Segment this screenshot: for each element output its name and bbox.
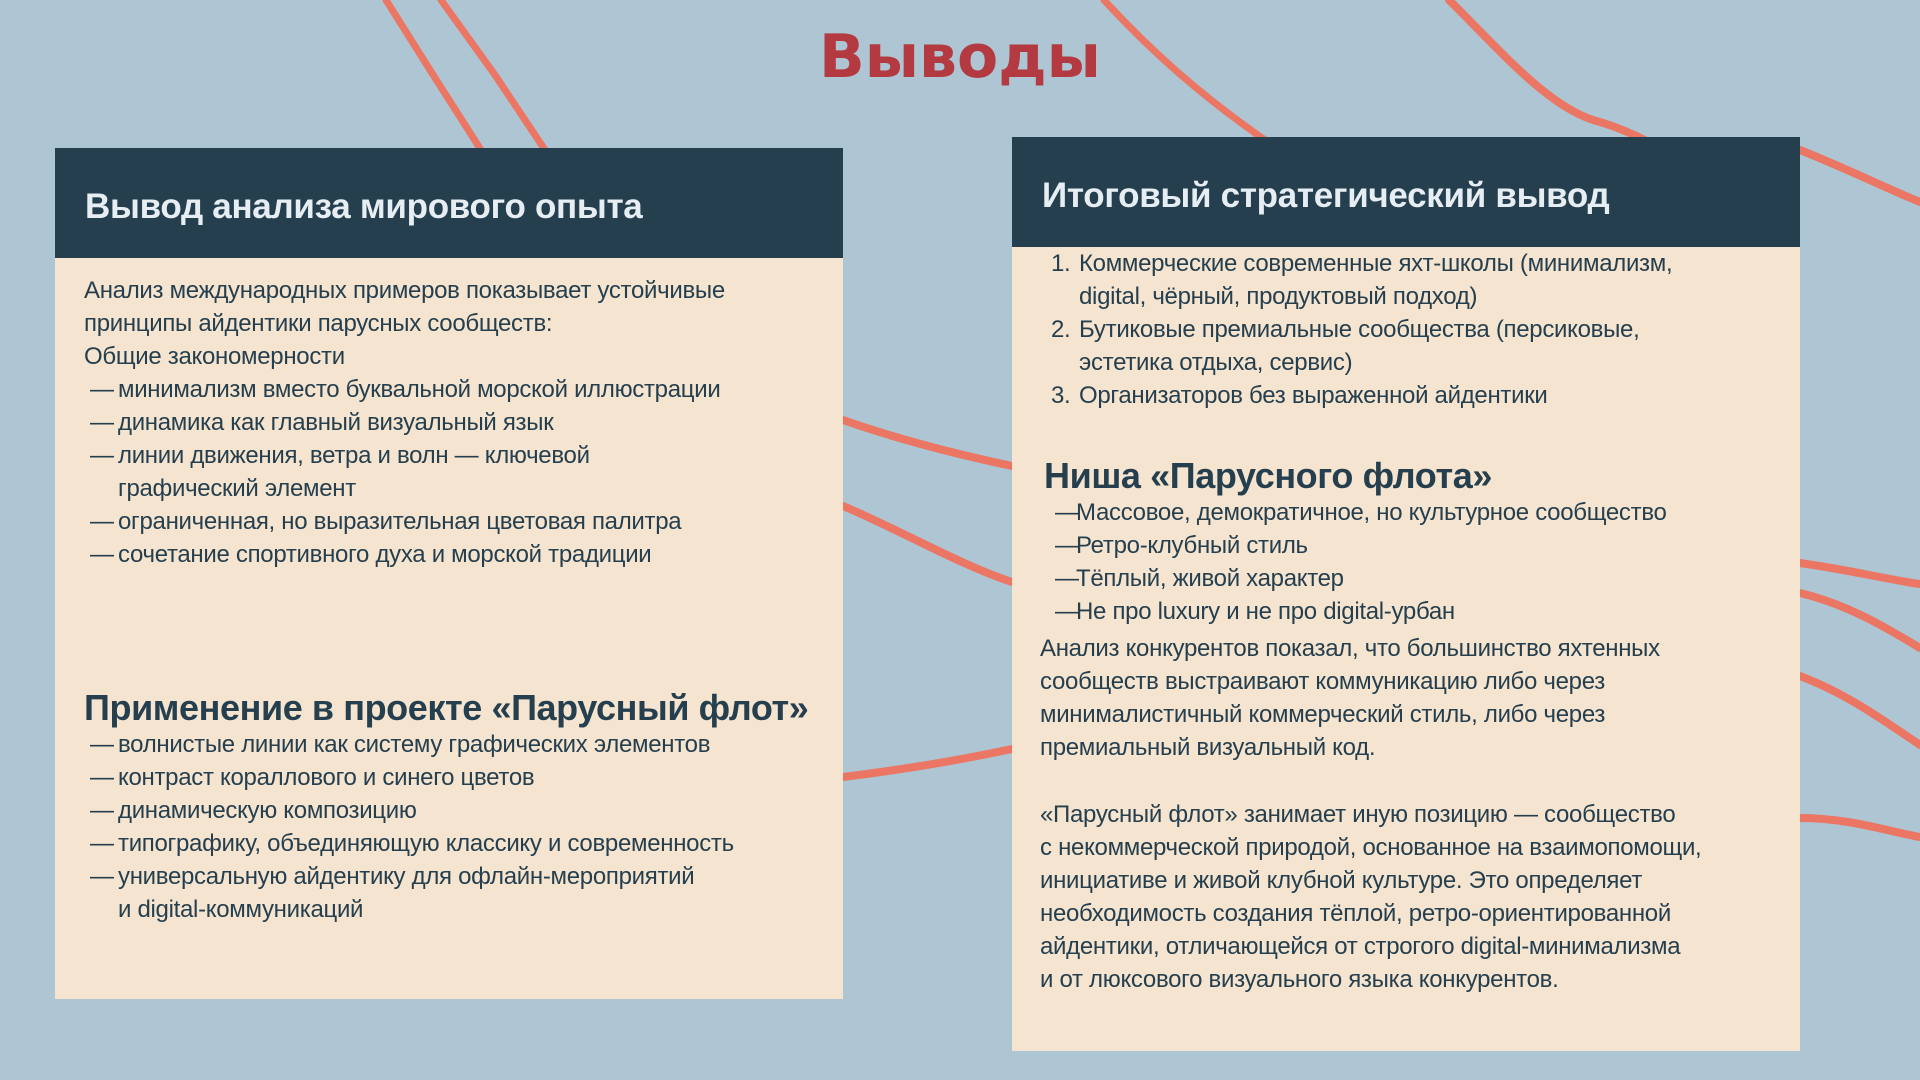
item-number: 3. (1051, 382, 1071, 409)
stroke-right-1 (1796, 146, 1920, 206)
paragraph-line: необходимость создания тёплой, ретро-ори… (1040, 900, 1671, 927)
list-item-text: минимализм вместо буквальной морской илл… (118, 376, 721, 403)
stroke-mid-1 (839, 416, 1016, 470)
list-item-text: Организаторов без выраженной айдентики (1079, 382, 1548, 409)
card-title: Итоговый стратегический вывод (1042, 176, 1610, 215)
card-header: Итоговый стратегический вывод (1012, 137, 1800, 247)
list-item-text: Массовое, демократичное, но культурное с… (1076, 499, 1667, 526)
paragraph-line: и от люксового визуального языка конкуре… (1040, 966, 1559, 993)
list-item-text: Бутиковые премиальные сообщества (персик… (1079, 316, 1640, 343)
stroke-right-2 (1796, 559, 1920, 588)
list-item-text: эстетика отдыха, сервис) (1079, 349, 1353, 376)
intro-line: Общие закономерности (84, 343, 345, 370)
dash-bullet: — (90, 797, 114, 824)
card-title: Вывод анализа мирового опыта (85, 187, 643, 226)
dash-bullet: — (1055, 499, 1079, 526)
card-header: Вывод анализа мирового опыта (55, 148, 843, 258)
item-number: 2. (1051, 316, 1071, 343)
dash-bullet: — (90, 764, 114, 791)
intro-line: принципы айдентики парусных сообществ: (84, 310, 553, 337)
list-item-text: волнистые линии как систему графических … (118, 731, 711, 758)
list-item-text: сочетание спортивного духа и морской тра… (118, 541, 652, 568)
list-item-text: Коммерческие современные яхт-школы (мини… (1079, 250, 1673, 277)
dash-bullet: — (1055, 565, 1079, 592)
list-item-text: типографику, объединяющую классику и сов… (118, 830, 734, 857)
stroke-right-4 (1796, 672, 1920, 749)
intro-line: Анализ международных примеров показывает… (84, 277, 725, 304)
stroke-top-left-2 (437, 0, 549, 154)
stroke-right-5 (1796, 814, 1920, 841)
list-item-text: и digital-коммуникаций (118, 896, 364, 923)
list-item-text: линии движения, ветра и волн — ключевой (118, 442, 590, 469)
world-experience-card: Вывод анализа мирового опыта Анализ межд… (55, 148, 843, 999)
stroke-mid-2 (839, 502, 1016, 586)
paragraph-line: Анализ конкурентов показал, что большинс… (1040, 635, 1660, 662)
dash-bullet: — (90, 376, 114, 403)
stroke-top-left-1 (382, 0, 485, 154)
paragraph-line: инициативе и живой клубной культуре. Это… (1040, 867, 1643, 894)
paragraph-line: минималистичный коммерческий стиль, либо… (1040, 701, 1606, 728)
strategic-conclusion-card: Итоговый стратегический вывод 1. Коммерч… (1012, 137, 1800, 1051)
dash-bullet: — (90, 863, 114, 890)
dash-bullet: — (90, 442, 114, 469)
paragraph-line: с некоммерческой природой, основанное на… (1040, 834, 1702, 861)
list-item-text: Ретро-клубный стиль (1076, 532, 1308, 559)
paragraph-line: айдентики, отличающейся от строгого digi… (1040, 933, 1681, 960)
niche-heading: Ниша «Парусного флота» (1044, 455, 1492, 496)
list-item-text: графический элемент (118, 475, 356, 502)
dash-bullet: — (90, 508, 114, 535)
stroke-mid-3 (839, 745, 1016, 781)
application-heading: Применение в проекте «Парусный флот» (84, 687, 809, 728)
dash-bullet: — (1055, 532, 1079, 559)
list-item-text: ограниченная, но выразительная цветовая … (118, 508, 682, 535)
page-title: Выводы (819, 22, 1101, 92)
dash-bullet: — (90, 541, 114, 568)
stroke-top-mid (1100, 0, 1269, 144)
dash-bullet: — (90, 409, 114, 436)
dash-bullet: — (1055, 598, 1079, 625)
list-item-text: Тёплый, живой характер (1076, 565, 1344, 592)
paragraph-line: сообществ выстраивают коммуникацию либо … (1040, 668, 1605, 695)
list-item-text: универсальную айдентику для офлайн-мероп… (118, 863, 695, 890)
item-number: 1. (1051, 250, 1071, 277)
stroke-right-3 (1796, 589, 1920, 652)
list-item-text: динамика как главный визуальный язык (118, 409, 554, 436)
list-item-text: Не про luxury и не про digital-урбан (1076, 598, 1455, 625)
dash-bullet: — (90, 731, 114, 758)
dash-bullet: — (90, 830, 114, 857)
paragraph-line: «Парусный флот» занимает иную позицию — … (1040, 801, 1676, 828)
paragraph-line: премиальный визуальный код. (1040, 734, 1376, 761)
list-item-text: динамическую композицию (118, 797, 417, 824)
list-item-text: digital, чёрный, продуктовый подход) (1079, 283, 1478, 310)
list-item-text: контраст кораллового и синего цветов (118, 764, 535, 791)
